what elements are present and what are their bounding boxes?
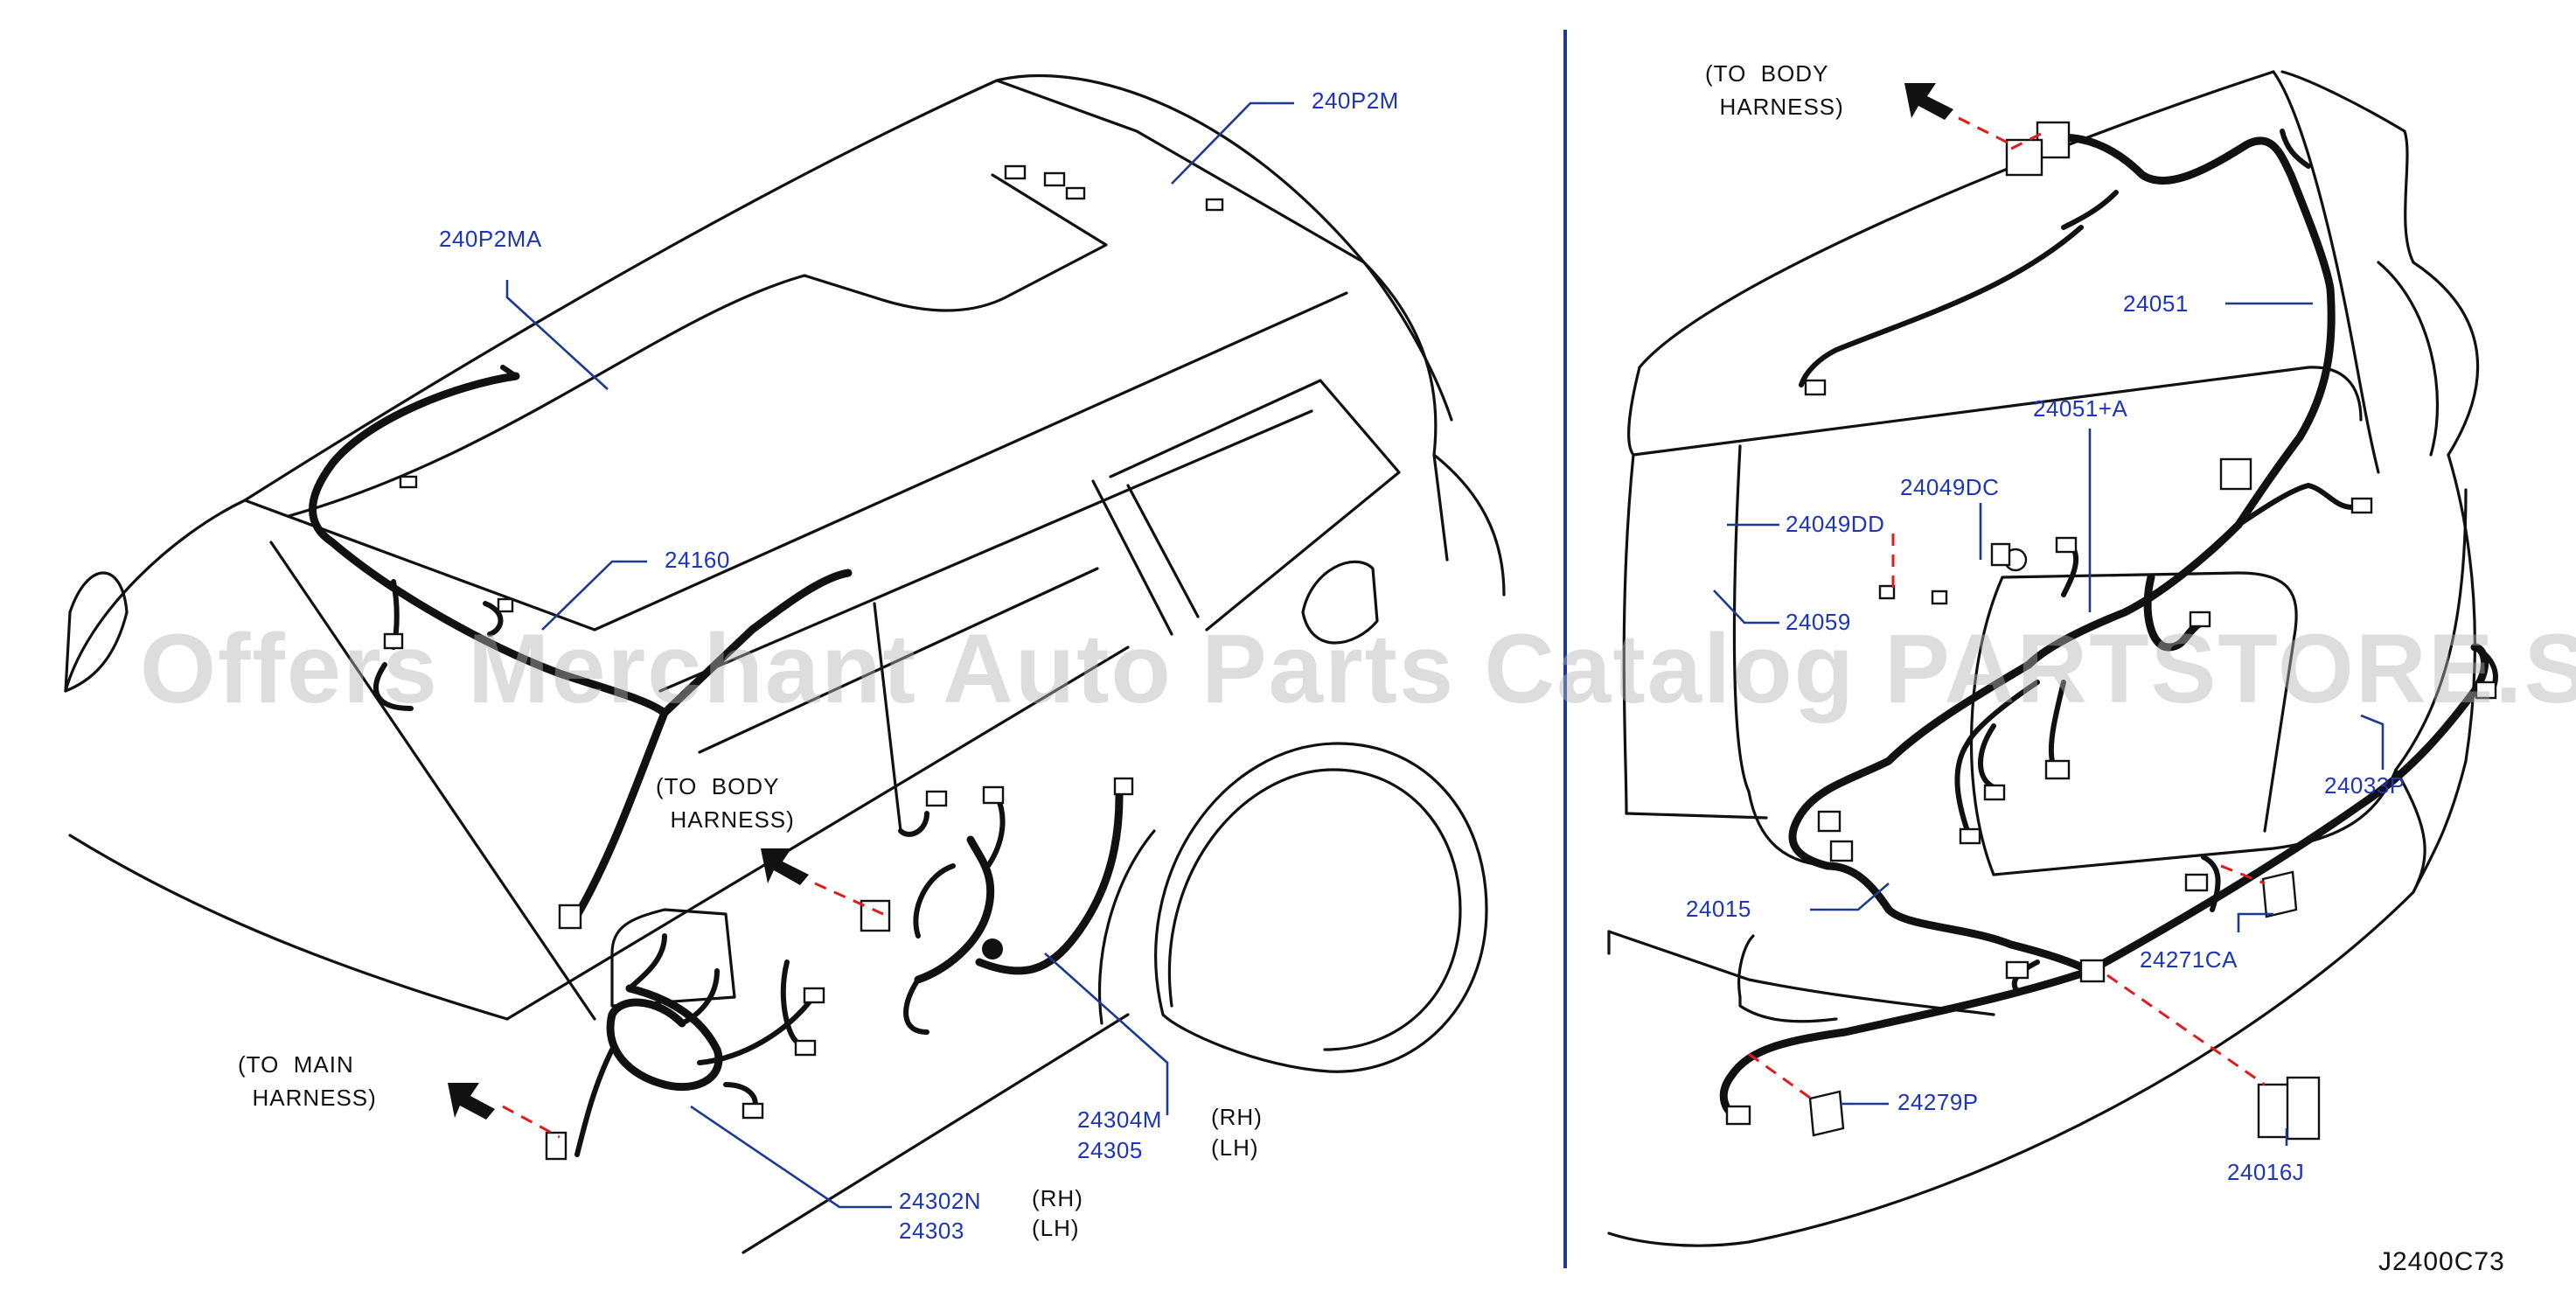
label-24049DC: 24049DC [1900,474,2000,500]
label-24302N: 24302N [899,1188,982,1214]
label-240P2MA: 240P2MA [439,226,542,252]
note-to-body-harness-right: (TO BODY HARNESS) [1705,60,1844,120]
left-vehicle-outline [64,74,1506,1254]
diagram-code: J2400C73 [2378,1247,2505,1276]
label-24305-side: (LH) [1211,1134,1259,1161]
watermark: Offers Merchant Auto Parts Catalog PARTS… [140,614,2576,723]
arrow-to-main-harness [448,1083,495,1120]
label-24305: 24305 [1077,1137,1143,1163]
right-connection-guides [1748,83,2266,1099]
left-harness-wires [309,365,1124,1157]
label-24304M: 24304M [1077,1106,1162,1133]
label-24302N-side: (RH) [1032,1185,1083,1211]
left-connectors [383,164,1224,1161]
right-connectors [1725,121,2497,1141]
arrow-to-body-harness-left [761,848,809,885]
label-24279P: 24279P [1897,1089,1979,1115]
left-leaders [505,101,1294,1209]
arrow-to-body-harness-right [1904,83,1953,120]
note-to-main-harness: (TO MAIN HARNESS) [238,1051,377,1111]
note-to-body-harness-left: (TO BODY HARNESS) [656,773,795,833]
label-24271CA: 24271CA [2140,946,2238,973]
right-pads [1808,870,2298,1137]
label-24051: 24051 [2123,290,2189,317]
right-harness-wires [1719,129,2498,1124]
label-24015: 24015 [1686,896,1751,922]
label-24049DD: 24049DD [1786,511,1885,537]
label-240P2M: 240P2M [1312,87,1399,114]
label-24051-A: 24051+A [2033,395,2128,422]
left-connection-guides [448,848,884,1139]
right-leaders [1713,302,2385,1146]
label-24160: 24160 [665,547,730,573]
label-24304M-side: (RH) [1211,1104,1263,1130]
label-24303-side: (LH) [1032,1215,1080,1241]
label-24033P: 24033P [2324,772,2405,799]
label-24303: 24303 [899,1218,964,1244]
label-24016J: 24016J [2227,1159,2305,1185]
label-24059: 24059 [1786,609,1851,635]
